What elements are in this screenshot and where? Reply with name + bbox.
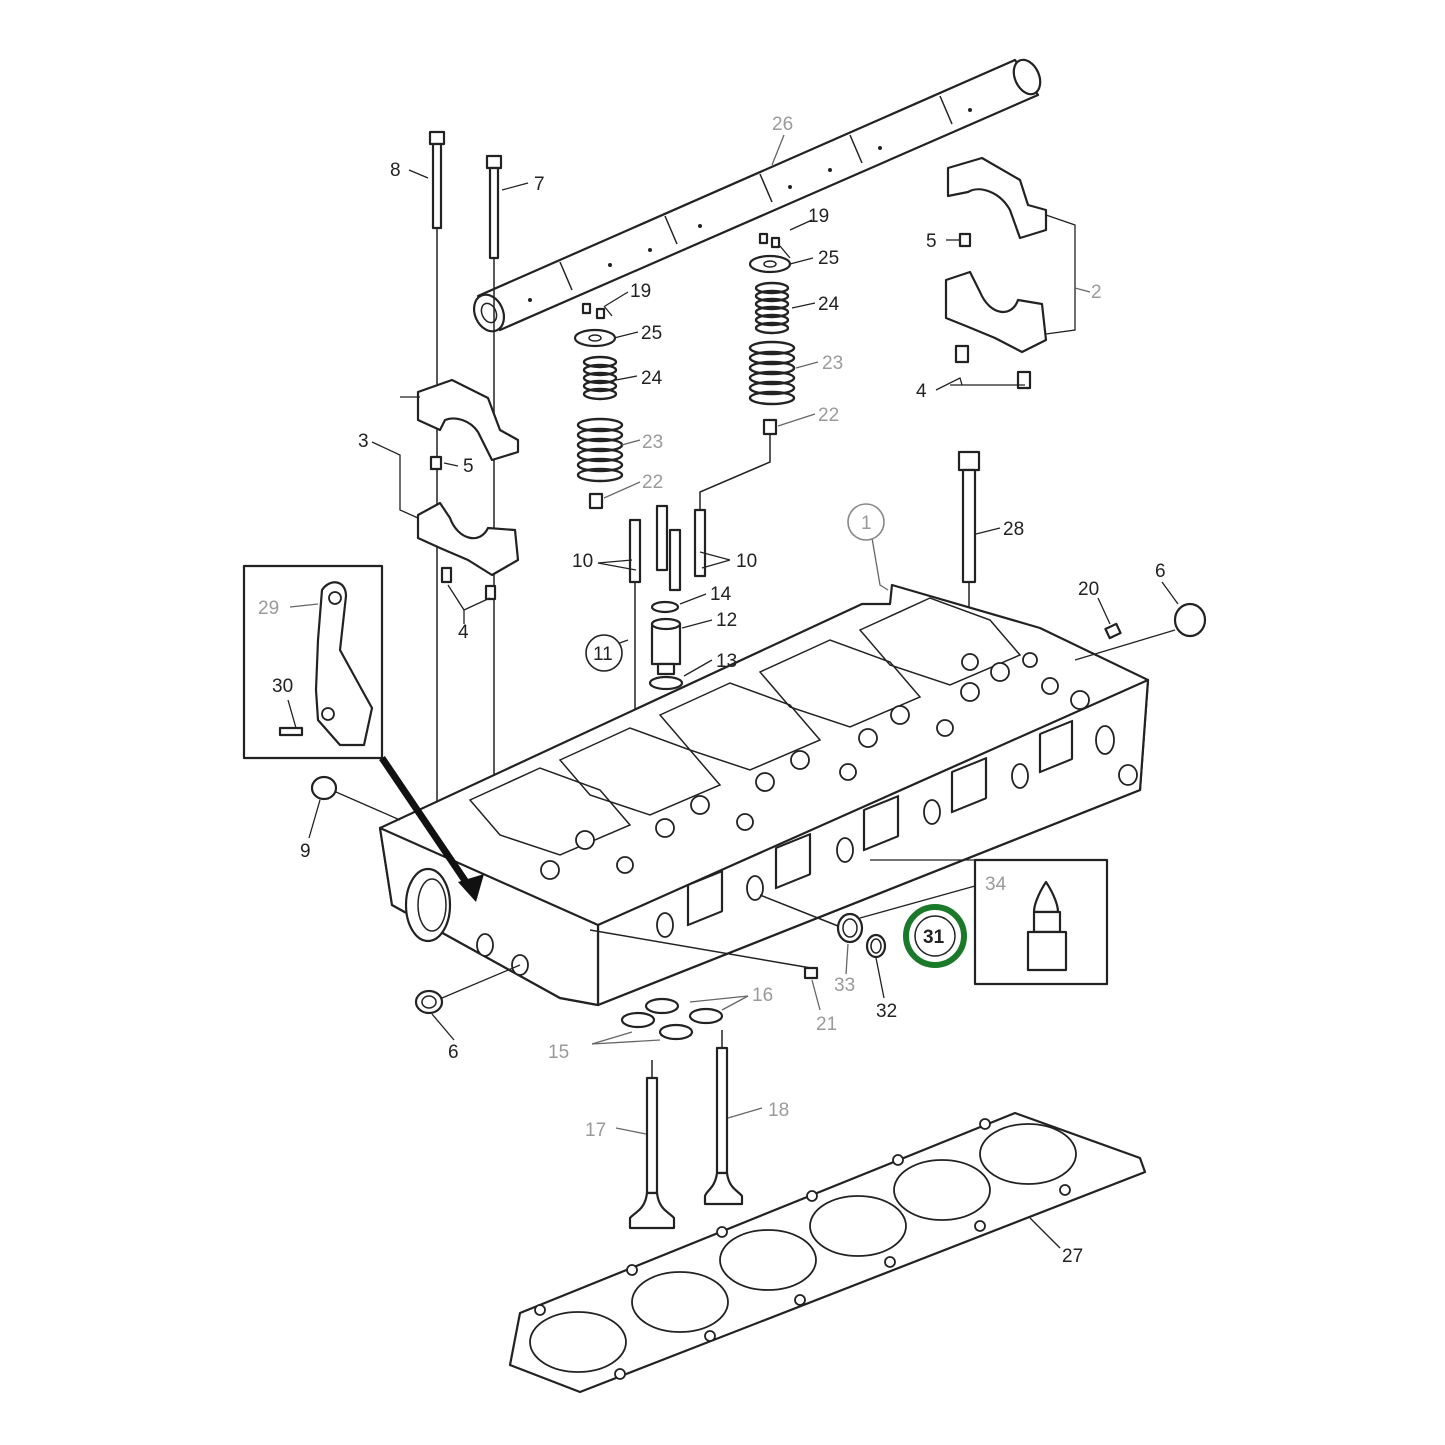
screw-21 [589, 929, 819, 980]
label-24a: 24 [641, 368, 663, 389]
bolt-8 [428, 130, 446, 830]
label-18: 18 [768, 1100, 789, 1121]
label-17: 17 [585, 1120, 606, 1141]
bearing-cap-3 [416, 378, 520, 601]
label-25b: 25 [818, 248, 839, 269]
leader-lines [287, 134, 1179, 1249]
sealant-bottle-inset [859, 858, 1109, 986]
label-5a: 5 [463, 456, 474, 477]
valve-spring-stack-left [573, 302, 624, 510]
label-12: 12 [716, 610, 737, 631]
seals-32-33 [759, 894, 887, 959]
label-21: 21 [816, 1014, 837, 1035]
label-32: 32 [876, 1001, 897, 1022]
label-5b: 5 [926, 231, 937, 252]
label-34: 34 [985, 874, 1007, 895]
inset-bracket-detail [242, 564, 484, 902]
label-7: 7 [534, 174, 545, 195]
circle-11 [585, 634, 623, 672]
valve-spring-stack-right [699, 232, 796, 510]
plug-9 [310, 775, 401, 821]
bolt-28 [957, 450, 981, 660]
label-19b: 19 [808, 206, 829, 227]
screw-20 [1104, 622, 1122, 640]
label-10a: 10 [572, 551, 593, 572]
circle-1 [847, 503, 885, 541]
label-23b: 23 [822, 353, 843, 374]
label-31: 31 [923, 927, 945, 948]
label-27: 27 [1062, 1246, 1083, 1267]
label-22a: 22 [642, 472, 663, 493]
label-2: 2 [1091, 282, 1102, 303]
label-33: 33 [834, 975, 855, 996]
label-28: 28 [1003, 519, 1024, 540]
label-30: 30 [272, 676, 293, 697]
injector-sleeve-group [648, 600, 684, 691]
callout-labels: 8 7 26 19 25 24 23 22 19 25 24 23 22 3 5… [258, 114, 1166, 1267]
label-4a: 4 [458, 622, 469, 643]
valve-18 [703, 1030, 744, 1206]
rocker-shaft [472, 58, 1042, 333]
bearing-cap-2 [944, 156, 1048, 390]
label-1: 1 [861, 513, 872, 534]
label-20: 20 [1078, 579, 1099, 600]
label-16: 16 [752, 985, 773, 1006]
label-29: 29 [258, 598, 279, 619]
label-13: 13 [716, 651, 737, 672]
valve-17 [628, 1060, 676, 1230]
label-6a: 6 [1155, 561, 1166, 582]
label-9: 9 [300, 841, 311, 862]
cylinder-head [378, 583, 1150, 1007]
label-14: 14 [710, 584, 732, 605]
label-8: 8 [390, 160, 401, 181]
label-6b: 6 [448, 1042, 459, 1063]
label-25a: 25 [641, 323, 662, 344]
label-26: 26 [772, 114, 793, 135]
label-3: 3 [358, 431, 369, 452]
highlight-ring-31-inner [914, 915, 956, 957]
label-4b: 4 [916, 381, 927, 402]
label-10b: 10 [736, 551, 757, 572]
head-gasket [508, 1111, 1147, 1394]
plug-6-bottom [414, 964, 521, 1015]
plug-6-top [1074, 602, 1207, 661]
valve-seals-15-16 [620, 997, 724, 1041]
label-11: 11 [593, 644, 613, 665]
label-19a: 19 [630, 281, 651, 302]
label-24b: 24 [818, 294, 840, 315]
label-15: 15 [548, 1042, 569, 1063]
bolt-7 [485, 154, 503, 855]
label-22b: 22 [818, 405, 839, 426]
label-23a: 23 [642, 432, 663, 453]
